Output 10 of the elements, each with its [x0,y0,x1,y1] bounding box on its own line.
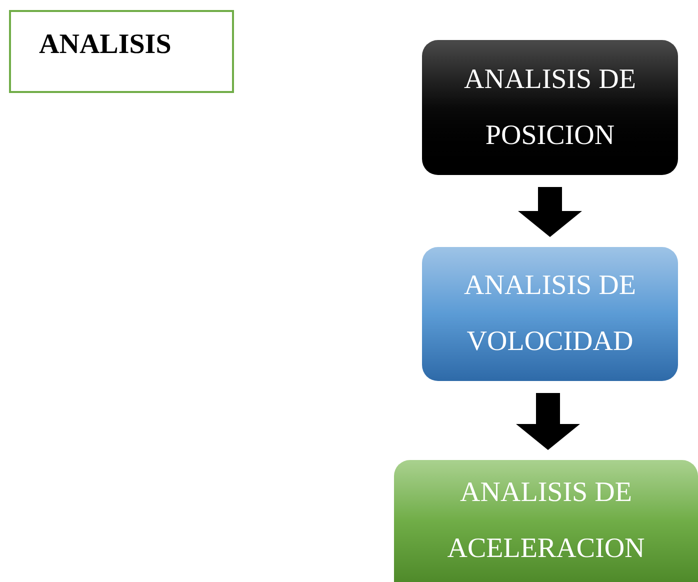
box-label: ANALISIS DE VOLOCIDAD [463,269,637,359]
process-box [394,460,698,582]
box-label: ANALISIS DE ACELERACION [446,476,646,566]
block-arrow [518,187,582,237]
process-box [422,247,678,381]
process-box [9,10,234,93]
box-label: ANALISIS [39,28,172,62]
process-box [422,40,678,175]
block-arrow [516,393,580,450]
box-label: ANALISIS DE POSICION [463,62,637,152]
